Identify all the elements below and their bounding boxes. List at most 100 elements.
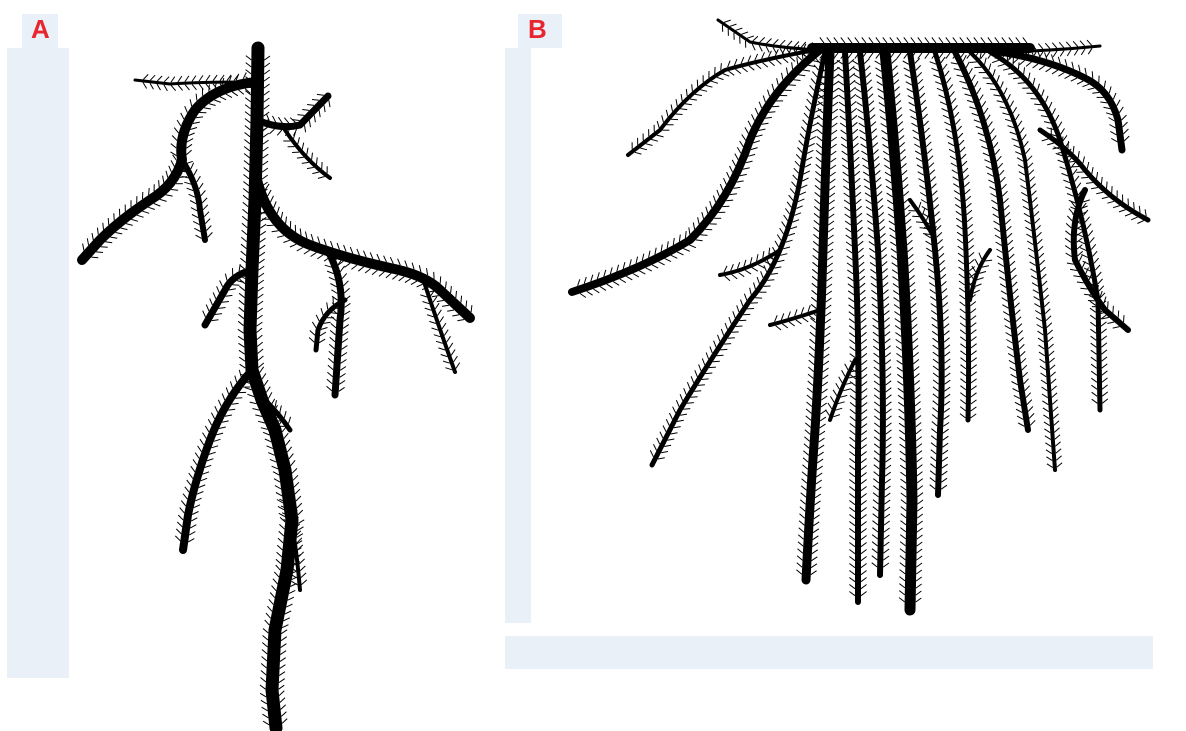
root-hair [902, 170, 907, 175]
root-hair [933, 366, 939, 370]
root-hair [220, 281, 223, 287]
root-hair [875, 68, 881, 72]
root-hair [861, 585, 867, 589]
root-hair [597, 272, 599, 279]
root-hair [967, 100, 974, 102]
root-hair [814, 508, 820, 512]
root-hair [1113, 93, 1116, 99]
root-hair [1034, 104, 1041, 105]
root-hair [720, 349, 727, 350]
root-hair [809, 353, 814, 358]
root-hair [801, 307, 803, 314]
root-hair [971, 358, 977, 362]
root-hair [225, 274, 227, 281]
root-hair [177, 120, 181, 126]
root-hair [451, 286, 452, 293]
root-hair [971, 344, 977, 348]
root-hair [855, 89, 861, 93]
root-hair [278, 117, 282, 123]
root-hair [1010, 132, 1017, 134]
root-hair [441, 355, 448, 357]
root-hair [925, 128, 930, 133]
root-hair [754, 283, 756, 290]
root-hair [864, 179, 870, 183]
root-hair [1137, 221, 1143, 224]
root-hair [832, 116, 838, 120]
root-hair [417, 284, 423, 287]
root-hair [1014, 303, 1019, 308]
root-hair [982, 266, 989, 267]
root-hair [190, 201, 196, 204]
root-hair [745, 270, 751, 274]
root-hair [872, 304, 878, 308]
root-hair [998, 64, 1005, 66]
root-hair [921, 200, 927, 204]
root-hair [828, 242, 834, 246]
root-hair [245, 126, 251, 130]
root-hair [776, 326, 781, 330]
root-hair [262, 161, 268, 165]
root-hair [1020, 351, 1025, 356]
taproot-branch-mid-right-sub [330, 255, 341, 395]
root-hair [900, 577, 906, 581]
root-hair [1055, 115, 1059, 121]
root-hair [814, 206, 819, 210]
root-hair [917, 72, 922, 77]
root-hair [317, 255, 323, 259]
root-hair [959, 274, 965, 278]
root-hair [687, 403, 694, 404]
root-hair [917, 472, 923, 476]
root-hair [829, 186, 835, 190]
root-hair [166, 195, 173, 196]
root-hair [875, 171, 880, 176]
root-hair [203, 205, 208, 210]
root-hair [838, 81, 844, 85]
root-hair [842, 158, 848, 162]
root-hair [1017, 158, 1023, 162]
root-hair [97, 228, 98, 235]
root-hair [679, 235, 680, 242]
root-hair [295, 489, 300, 494]
root-hair [683, 249, 690, 252]
root-hair [815, 494, 821, 498]
root-hair [259, 252, 265, 256]
root-hair [919, 86, 924, 91]
root-hair [220, 97, 226, 100]
root-hair [833, 390, 837, 396]
root-hair [867, 87, 872, 92]
root-hair [181, 113, 184, 119]
root-hair [970, 302, 976, 306]
root-hair [917, 542, 923, 546]
root-hair [600, 287, 606, 291]
root-hair [318, 177, 325, 179]
root-hair [742, 135, 746, 141]
root-hair [239, 343, 245, 347]
root-hair [872, 556, 878, 560]
root-hair [1109, 87, 1111, 94]
root-hair [321, 328, 328, 330]
root-hair [775, 315, 778, 322]
root-hair [857, 220, 862, 224]
root-hair [978, 133, 985, 136]
root-hair [812, 276, 817, 280]
root-hair [591, 275, 593, 282]
root-hair [873, 150, 878, 155]
root-hair [171, 144, 177, 148]
root-hair [281, 712, 286, 717]
root-hair [196, 235, 202, 238]
root-hair [942, 109, 948, 112]
root-hair [759, 129, 766, 130]
root-hair [988, 122, 992, 128]
root-hair [258, 273, 264, 277]
root-hair [939, 253, 944, 258]
root-hair [944, 415, 950, 419]
root-hair [884, 542, 890, 546]
root-hair [897, 374, 903, 378]
root-hair [848, 53, 852, 59]
root-hair [839, 377, 843, 383]
root-hair [438, 348, 445, 350]
root-hair [1081, 177, 1088, 178]
root-hair [938, 246, 943, 251]
root-hair [910, 109, 916, 112]
root-hair [298, 137, 300, 144]
